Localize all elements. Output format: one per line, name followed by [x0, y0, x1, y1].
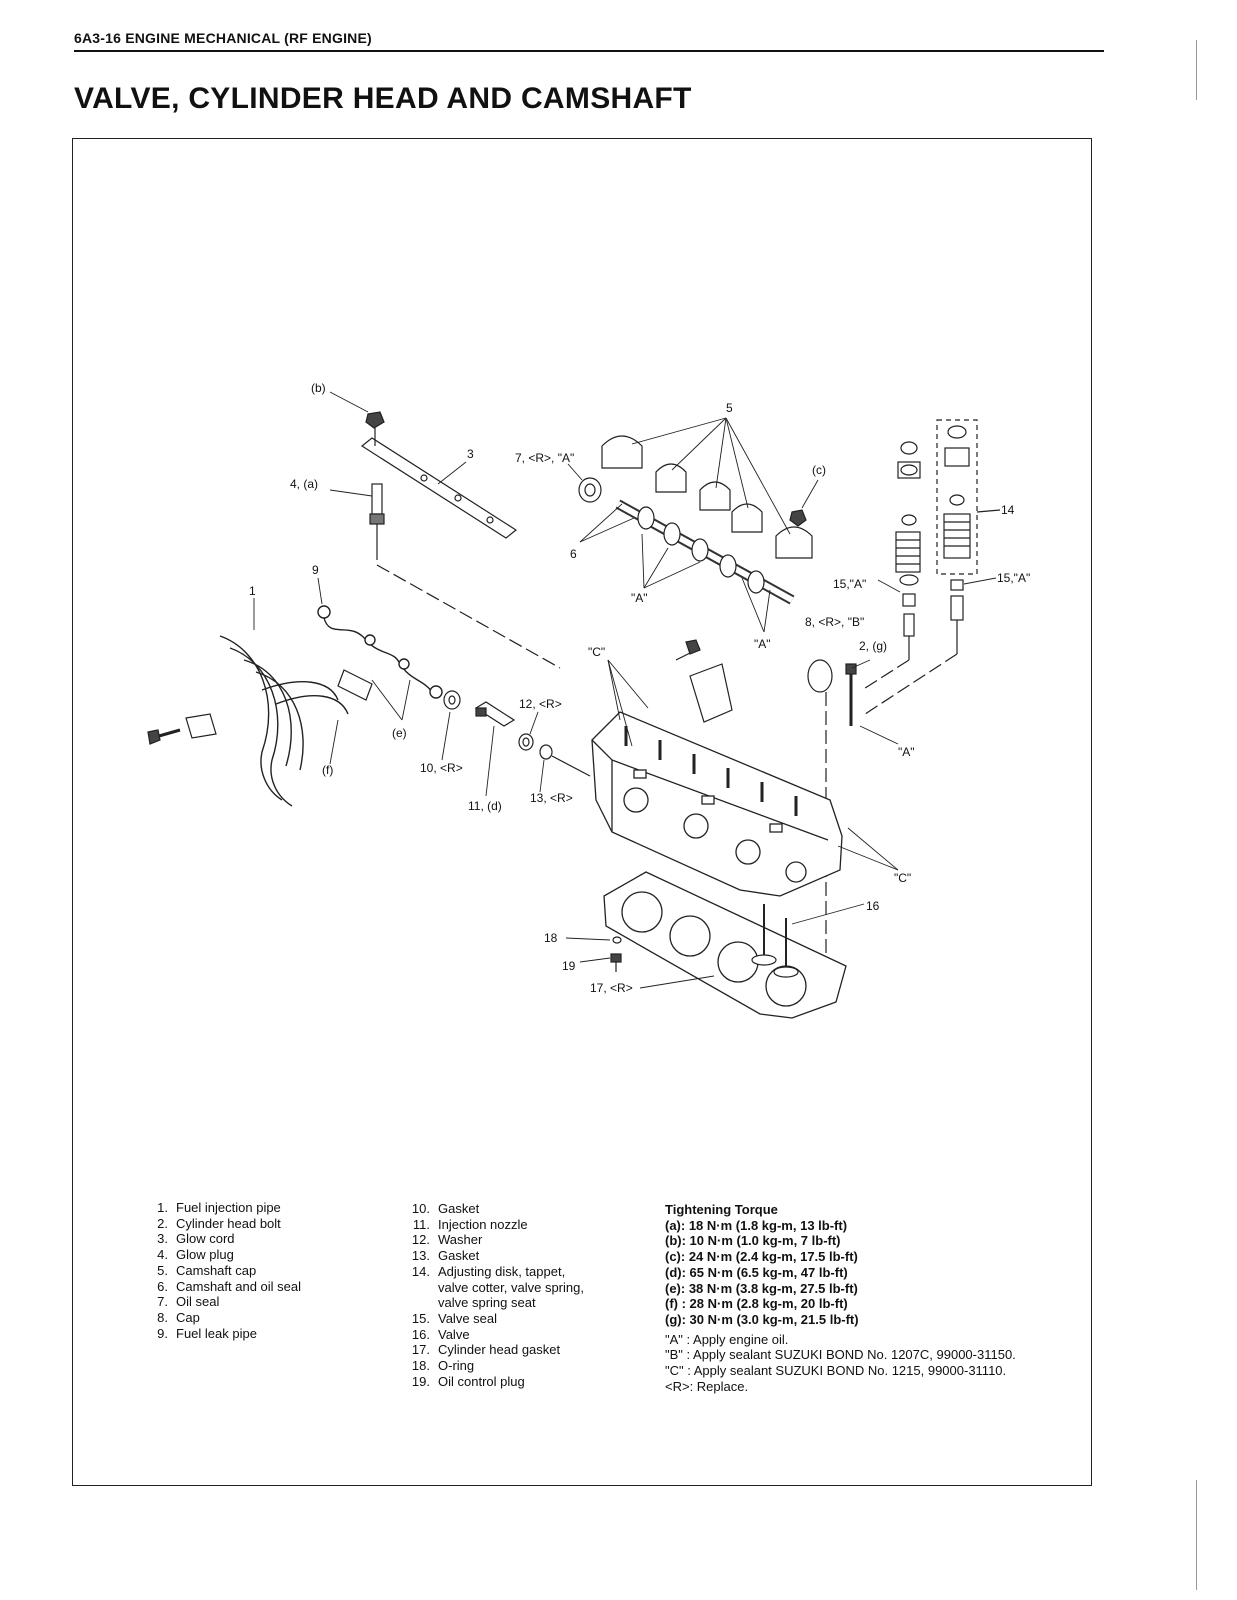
legend-item: 6.Camshaft and oil seal	[157, 1278, 302, 1294]
legend-item: 8.Cap	[157, 1309, 200, 1325]
callout-16: 16	[866, 899, 880, 913]
callout-2g: 2, (g)	[859, 639, 887, 653]
legend-item: 15.Valve seal	[411, 1310, 498, 1326]
legend-item: 18.O-ring	[411, 1358, 475, 1374]
glow-plug-part	[371, 483, 383, 515]
callout-3: 3	[467, 447, 474, 461]
note-line: "B" : Apply sealant SUZUKI BOND No. 1207…	[665, 1347, 1016, 1363]
head-bolt-part	[845, 663, 857, 675]
cylinder-head-part	[591, 711, 843, 897]
legend-item: 2.Cylinder head bolt	[157, 1215, 281, 1231]
callout-5: 5	[726, 401, 733, 415]
torque-specs: Tightening Torque (a): 18 N·m (1.8 kg-m,…	[665, 1202, 1016, 1394]
legend-item: 17.Cylinder head gasket	[411, 1342, 561, 1358]
valve-train-stack-14-part	[943, 425, 971, 621]
callout-6: 6	[570, 547, 577, 561]
legend-item: 1.Fuel injection pipe	[157, 1200, 281, 1215]
legend-item: 3.Glow cord	[157, 1231, 235, 1247]
legend-item: 16.Valve	[411, 1326, 470, 1342]
parts-legend-left: 1.Fuel injection pipe 2.Cylinder head bo…	[146, 1200, 301, 1341]
callout-4a: 4, (a)	[290, 477, 318, 491]
legend-item: 9.Fuel leak pipe	[157, 1325, 257, 1341]
callout-C-top: "C"	[588, 645, 605, 659]
callout-15-right: 15,"A"	[997, 571, 1030, 585]
callout-19: 19	[562, 959, 576, 973]
legend-item: 12.Washer	[411, 1232, 483, 1248]
note-line: "A" : Apply engine oil.	[665, 1331, 789, 1347]
callout-12: 12, <R>	[519, 697, 562, 711]
note-line: "C" : Apply sealant SUZUKI BOND No. 1215…	[665, 1363, 1007, 1379]
callout-C-bottom: "C"	[894, 871, 911, 885]
torque-line: (b): 10 N·m (1.0 kg-m, 7 lb-ft)	[665, 1233, 841, 1249]
torque-line: (e): 38 N·m (3.8 kg-m, 27.5 lb-ft)	[665, 1280, 858, 1296]
legend-item: 10.Gasket	[411, 1201, 480, 1216]
callout-11: 11, (d)	[468, 799, 502, 813]
callout-17: 17, <R>	[590, 981, 633, 995]
washer-part	[518, 733, 534, 751]
callout-14: 14	[1001, 503, 1015, 517]
callout-15-left: 15,"A"	[833, 577, 866, 591]
callout-18: 18	[544, 931, 558, 945]
injection-nozzle-part	[474, 701, 516, 727]
legend-item: 14.Adjusting disk, tappet, valve cotter,…	[411, 1263, 584, 1311]
page-header: 6A3-16 ENGINE MECHANICAL (RF ENGINE)	[74, 30, 372, 46]
parts-legend-middle: 10.Gasket 11.Injection nozzle 12.Washer …	[408, 1201, 584, 1389]
torque-line: (d): 65 N·m (6.5 kg-m, 47 lb-ft)	[665, 1264, 848, 1280]
valve-train-stack-part	[895, 441, 921, 637]
callout-A-journal: "A"	[754, 637, 771, 651]
callout-1: 1	[249, 584, 256, 598]
o-ring-part	[612, 936, 622, 944]
oil-seal-part	[578, 477, 602, 503]
page-title: VALVE, CYLINDER HEAD AND CAMSHAFT	[74, 82, 692, 115]
torque-line: (f) : 28 N·m (2.8 kg-m, 20 lb-ft)	[665, 1296, 848, 1312]
callout-10: 10, <R>	[420, 761, 463, 775]
legend-item: 11.Injection nozzle	[412, 1216, 528, 1232]
callout-8: 8, <R>, "B"	[805, 615, 864, 629]
scan-edge-mark	[1196, 40, 1197, 100]
camshaft-part	[615, 499, 795, 605]
callout-e: (e)	[392, 726, 407, 740]
glow-cord-nut-part	[365, 411, 385, 429]
legend-item: 13.Gasket	[411, 1248, 480, 1264]
callout-13: 13, <R>	[530, 791, 573, 805]
camshaft-caps-part	[601, 435, 813, 559]
legend-item: 7.Oil seal	[157, 1294, 220, 1310]
gasket-13-part	[539, 744, 553, 760]
callout-f: (f)	[322, 763, 333, 777]
glow-cord-part	[360, 437, 518, 539]
gasket-10-part	[443, 690, 461, 710]
adjusting-disk-group-box	[936, 419, 978, 575]
torque-line: (a): 18 N·m (1.8 kg-m, 13 lb-ft)	[665, 1217, 848, 1233]
legend-item: 19.Oil control plug	[411, 1373, 525, 1389]
callout-7: 7, <R>, "A"	[515, 451, 574, 465]
callout-b: (b)	[311, 381, 326, 395]
note-line: <R>: Replace.	[665, 1378, 749, 1394]
torque-line: (g): 30 N·m (3.0 kg-m, 21.5 lb-ft)	[665, 1311, 859, 1327]
fuel-injection-pipe-part	[219, 635, 349, 807]
cylinder-head-gasket-part	[603, 871, 847, 1019]
valve-part	[751, 904, 799, 978]
notes-block: "A" : Apply engine oil. "B" : Apply seal…	[665, 1332, 1016, 1395]
fuel-leak-pipe-part	[317, 605, 443, 699]
oil-control-plug-part	[610, 953, 622, 972]
callout-9: 9	[312, 563, 319, 577]
scan-edge-mark	[1196, 1480, 1197, 1590]
callout-c: (c)	[812, 463, 826, 477]
diagram-frame	[72, 138, 1092, 1486]
legend-item: 5.Camshaft cap	[157, 1262, 257, 1278]
legend-item: 4.Glow plug	[157, 1247, 234, 1263]
torque-line: (c): 24 N·m (2.4 kg-m, 17.5 lb-ft)	[665, 1249, 858, 1265]
callout-A-camshaft: "A"	[631, 591, 648, 605]
cap-part	[807, 659, 833, 693]
callout-A-bolt: "A"	[898, 745, 915, 759]
torque-title: Tightening Torque	[665, 1202, 778, 1217]
header-rule	[74, 50, 1104, 52]
